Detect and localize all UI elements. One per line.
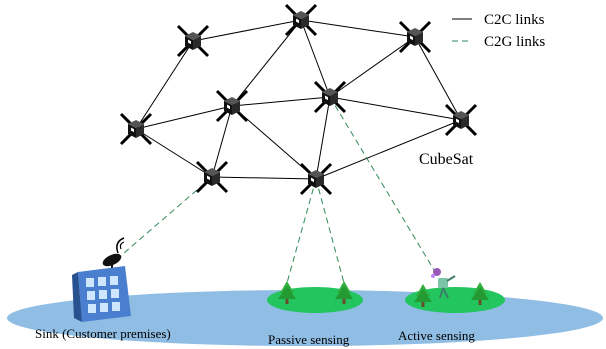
c2g-links <box>123 96 438 284</box>
active-sensing-label: Active sensing <box>398 328 475 343</box>
cubesat-icon <box>444 103 478 137</box>
sink-label: Sink (Customer premises) <box>35 326 171 341</box>
cubesat-label: CubeSat <box>419 151 474 168</box>
robot-sensor-icon <box>431 268 456 299</box>
cubesat-icon <box>215 89 249 123</box>
c2c-links <box>135 19 462 180</box>
legend-c2c-label: C2C links <box>484 12 545 28</box>
cubesat-icon <box>119 112 153 146</box>
cubesat-icon <box>398 20 432 54</box>
legend: C2C links C2G links <box>452 12 545 50</box>
cubesat-icon <box>176 24 210 58</box>
cubesat-icon <box>284 3 318 37</box>
cubesat-icon <box>313 80 347 114</box>
legend-c2g-label: C2G links <box>484 34 545 50</box>
office-building-with-dish-icon <box>72 237 131 322</box>
passive-sensing-label: Passive sensing <box>268 332 350 347</box>
